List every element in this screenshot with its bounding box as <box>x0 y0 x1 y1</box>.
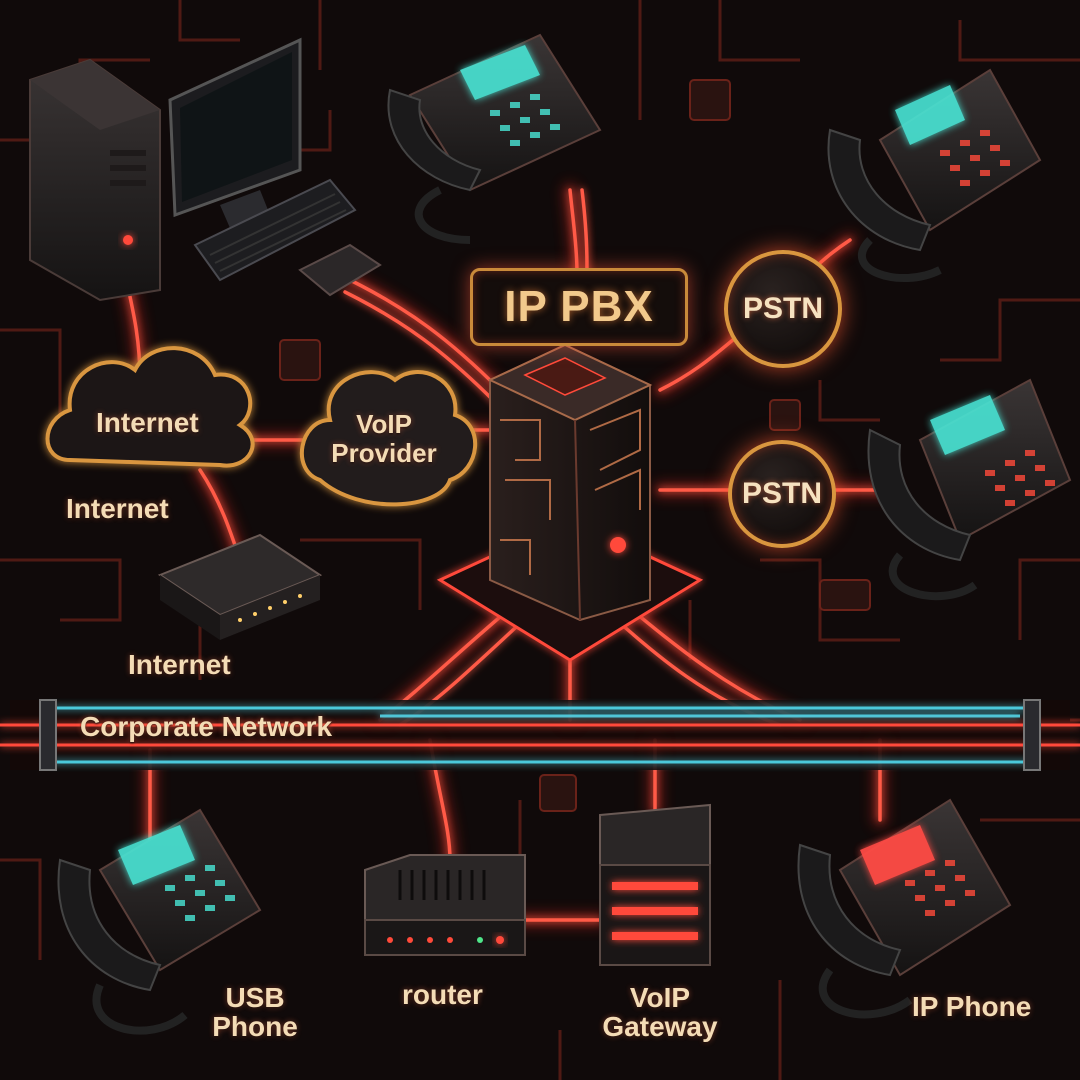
corporate-network-rail <box>0 699 1080 771</box>
pstn-node-mid: PSTN <box>728 440 836 548</box>
network-adapter <box>298 243 382 297</box>
voip-gateway-label-line2: Gateway <box>602 1011 718 1043</box>
desk-phone-top-right <box>827 68 1042 282</box>
ip-phone-label: IP Phone <box>912 991 1032 1022</box>
voip-gateway-label: VoIP Gateway <box>590 983 730 1042</box>
ip-phone-device <box>797 798 1012 1019</box>
pstn-top-label: PSTN <box>742 292 823 325</box>
usb-phone-label: USB Phone <box>200 983 310 1042</box>
pstn-node-top: PSTN <box>724 250 842 368</box>
diagram-title: IP PBX <box>504 282 654 331</box>
pstn-mid-label: PSTN <box>741 477 822 510</box>
internet-label-left: Internet <box>66 493 169 524</box>
voip-provider-label: VoIP Provider <box>331 409 437 468</box>
internet-cloud-label: Internet <box>96 407 199 438</box>
title-box: IP PBX <box>470 268 688 346</box>
desktop-monitor <box>168 37 302 228</box>
pc-tower <box>29 58 161 302</box>
router-label: router <box>402 979 483 1010</box>
voip-gateway-device <box>599 803 711 966</box>
internet-modem-label: Internet <box>128 649 231 680</box>
desk-phone-right <box>867 378 1072 601</box>
voip-provider-cloud <box>300 370 478 507</box>
usb-phone-label-line1: USB <box>225 982 285 1013</box>
circuit-pads <box>279 79 871 812</box>
usb-phone-label-line2: Phone <box>212 1011 298 1043</box>
corporate-network-label: Corporate Network <box>80 711 333 742</box>
keyboard <box>193 178 357 282</box>
usb-phone <box>57 808 262 1035</box>
internet-cloud <box>45 346 255 468</box>
internet-modem <box>157 533 323 640</box>
voip-gateway-label-line1: VoIP <box>629 982 691 1013</box>
desk-phone-top <box>387 33 602 244</box>
router-device <box>364 854 526 956</box>
